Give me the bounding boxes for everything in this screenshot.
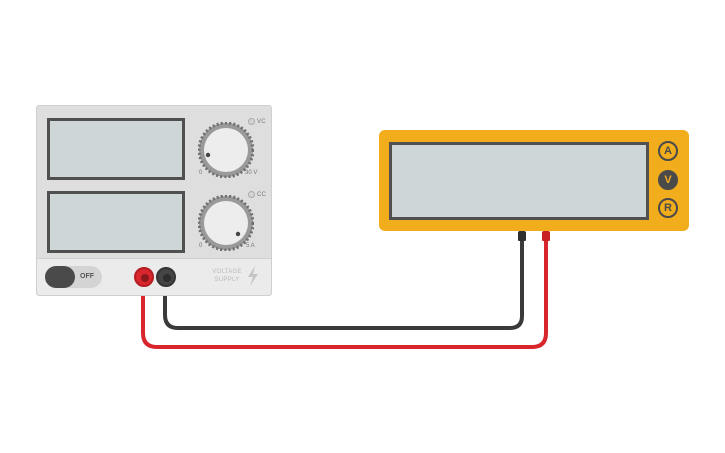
power-switch-label: OFF bbox=[80, 273, 94, 280]
current-indicator: CC bbox=[248, 191, 266, 198]
current-knob[interactable] bbox=[197, 194, 255, 252]
ammeter-mode-button[interactable]: A bbox=[658, 141, 678, 161]
voltage-display bbox=[47, 118, 185, 180]
power-switch[interactable]: OFF bbox=[45, 266, 102, 288]
current-scale-min: 0 bbox=[199, 243, 203, 249]
voltage-indicator-label: VC bbox=[257, 118, 266, 125]
power-switch-thumb bbox=[45, 266, 75, 288]
positive-wire[interactable] bbox=[141, 238, 548, 349]
power-supply-control-panel: OFF VOLTAGE SUPPLY bbox=[37, 258, 271, 295]
voltage-scale-max: 30 V bbox=[245, 170, 258, 176]
voltage-scale-min: 0 bbox=[199, 170, 203, 176]
voltage-indicator: VC bbox=[248, 118, 266, 125]
negative-wire[interactable] bbox=[163, 238, 524, 330]
ohmmeter-mode-button[interactable]: R bbox=[658, 198, 678, 218]
brand-line-2: SUPPLY bbox=[214, 277, 240, 283]
brand-line-1: VOLTAGE bbox=[212, 269, 242, 275]
brand-label: VOLTAGE SUPPLY bbox=[207, 268, 247, 284]
voltmeter-mode-button[interactable]: V bbox=[658, 170, 678, 190]
voltage-knob[interactable] bbox=[197, 121, 255, 179]
multimeter-com-probe[interactable] bbox=[518, 231, 526, 241]
negative-terminal[interactable] bbox=[156, 267, 176, 287]
vc-led-icon bbox=[248, 118, 255, 125]
cc-led-icon bbox=[248, 191, 255, 198]
voltage-knob-icon bbox=[197, 121, 255, 179]
current-display bbox=[47, 191, 185, 253]
current-knob-icon bbox=[197, 194, 255, 252]
power-supply[interactable]: VC CC 0 30 V 0 5 A bbox=[36, 105, 272, 296]
current-indicator-label: CC bbox=[257, 191, 267, 198]
multimeter-positive-probe[interactable] bbox=[542, 231, 550, 241]
multimeter[interactable]: A V R bbox=[379, 130, 689, 231]
positive-terminal[interactable] bbox=[134, 267, 154, 287]
current-scale-max: 5 A bbox=[246, 243, 255, 249]
multimeter-display bbox=[389, 142, 649, 220]
lightning-bolt-icon bbox=[248, 266, 258, 286]
